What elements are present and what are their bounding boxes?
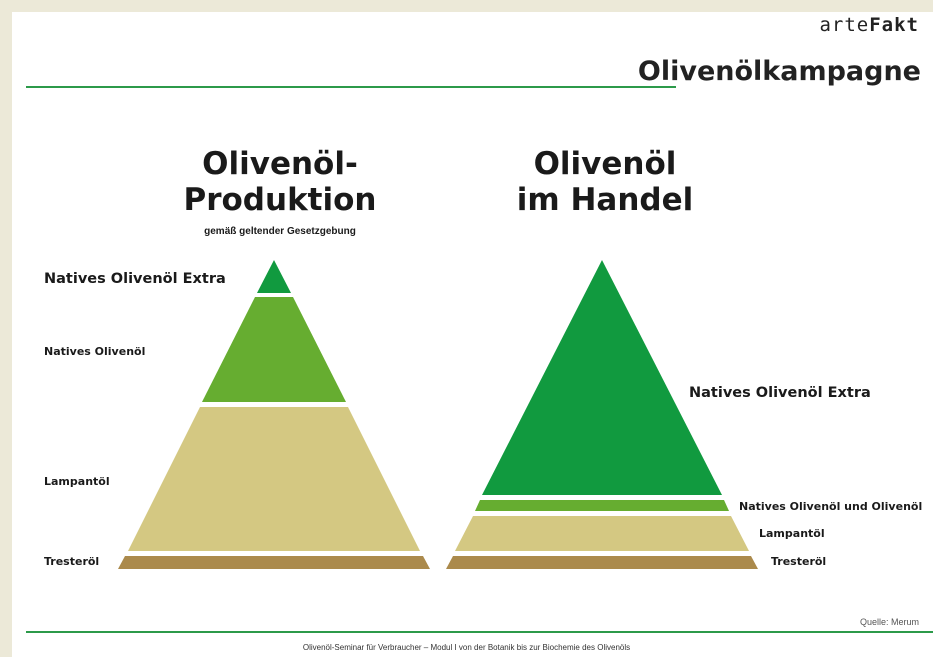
brand-emphasis: Fakt [869,14,919,36]
right-layer-natives-extra [482,260,722,495]
right-label-lampant: Lampantöl [759,527,825,540]
left-layer-natives-extra [257,260,291,293]
left-pyramid-subtitle: gemäß geltender Gesetzgebung [204,226,356,237]
right-layer-natives-und-olivenoel [475,500,729,511]
right-label-trester: Tresteröl [771,555,827,568]
source-note: Quelle: Merum [859,617,919,627]
left-label-lampant: Lampantöl [44,475,110,488]
left-pyramid-title: Olivenöl- Produktion [180,146,380,218]
right-title-line1: Olivenöl [533,146,677,182]
left-layer-natives [202,297,346,402]
right-pyramid-title: Olivenöl im Handel [500,146,710,218]
left-label-natives-extra: Natives Olivenöl Extra [44,271,226,287]
left-title-line1: Olivenöl- [202,146,358,182]
footer-text: Olivenöl-Seminar für Verbraucher – Modul… [302,643,631,652]
right-label-natives-und-olivenoel: Natives Olivenöl und Olivenöl [739,500,923,513]
left-layer-trester [118,556,430,569]
top-rule [26,86,676,88]
left-label-trester: Tresteröl [44,555,100,568]
left-layer-lampant [128,407,420,551]
right-title-line2: im Handel [516,182,694,218]
left-label-natives: Natives Olivenöl [44,345,146,358]
frame-top-border [0,0,933,12]
left-title-line2: Produktion [183,182,377,218]
right-layer-lampant [455,516,749,551]
right-layer-trester [446,556,758,569]
frame-left-border [0,0,12,657]
campaign-title: Olivenölkampagne [637,56,921,87]
brand-logo: arteFakt [819,14,919,36]
left-pyramid [118,260,430,569]
right-pyramid [446,260,758,569]
right-label-natives-extra: Natives Olivenöl Extra [689,385,871,401]
bottom-rule [26,631,933,633]
brand-prefix: arte [819,14,870,36]
